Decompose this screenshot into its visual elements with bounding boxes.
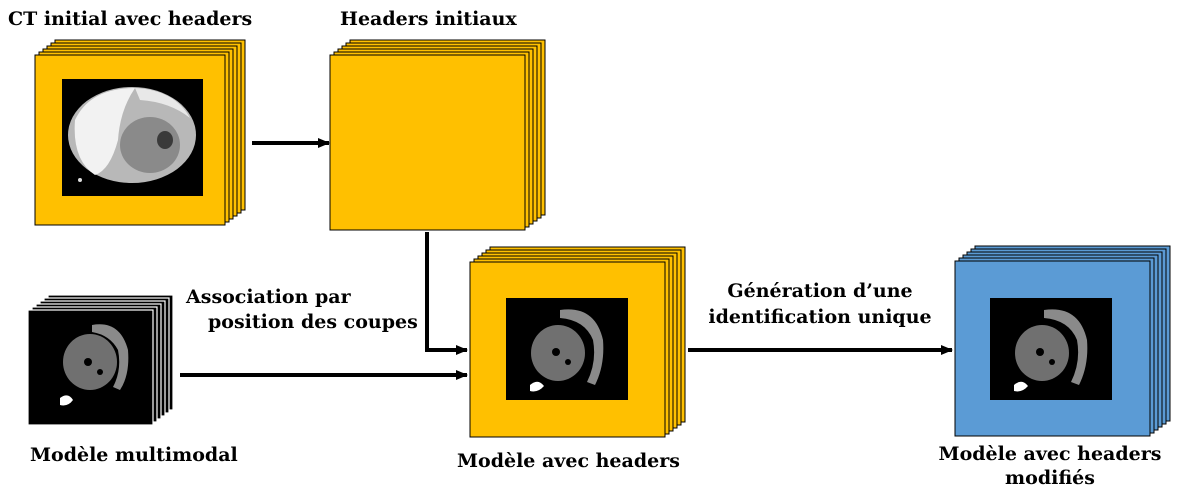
modele-modifies-stack: [954, 245, 1171, 437]
headers-initiaux-stack: [329, 39, 546, 231]
modele-multimodal-label: Modèle multimodal: [30, 444, 238, 466]
generation-label-line2: identification unique: [708, 306, 932, 328]
modele-avec-headers-label: Modèle avec headers: [457, 450, 680, 472]
ct-initial-stack: [34, 39, 246, 226]
headers-initiaux-label: Headers initiaux: [340, 8, 517, 30]
association-label-line2: position des coupes: [208, 311, 418, 333]
modele-avec-headers-stack: [469, 246, 686, 438]
modele-modifies-label-line2: modifiés: [1005, 467, 1095, 489]
ct-initial-label: CT initial avec headers: [8, 8, 253, 30]
generation-label-line1: Génération d’une: [727, 280, 913, 302]
modele-multimodal-stack: [27, 294, 174, 426]
arrow-headers-to-modele: [425, 232, 468, 355]
association-label-line1: Association par: [186, 286, 351, 308]
modele-modifies-label-line1: Modèle avec headers: [938, 443, 1162, 465]
